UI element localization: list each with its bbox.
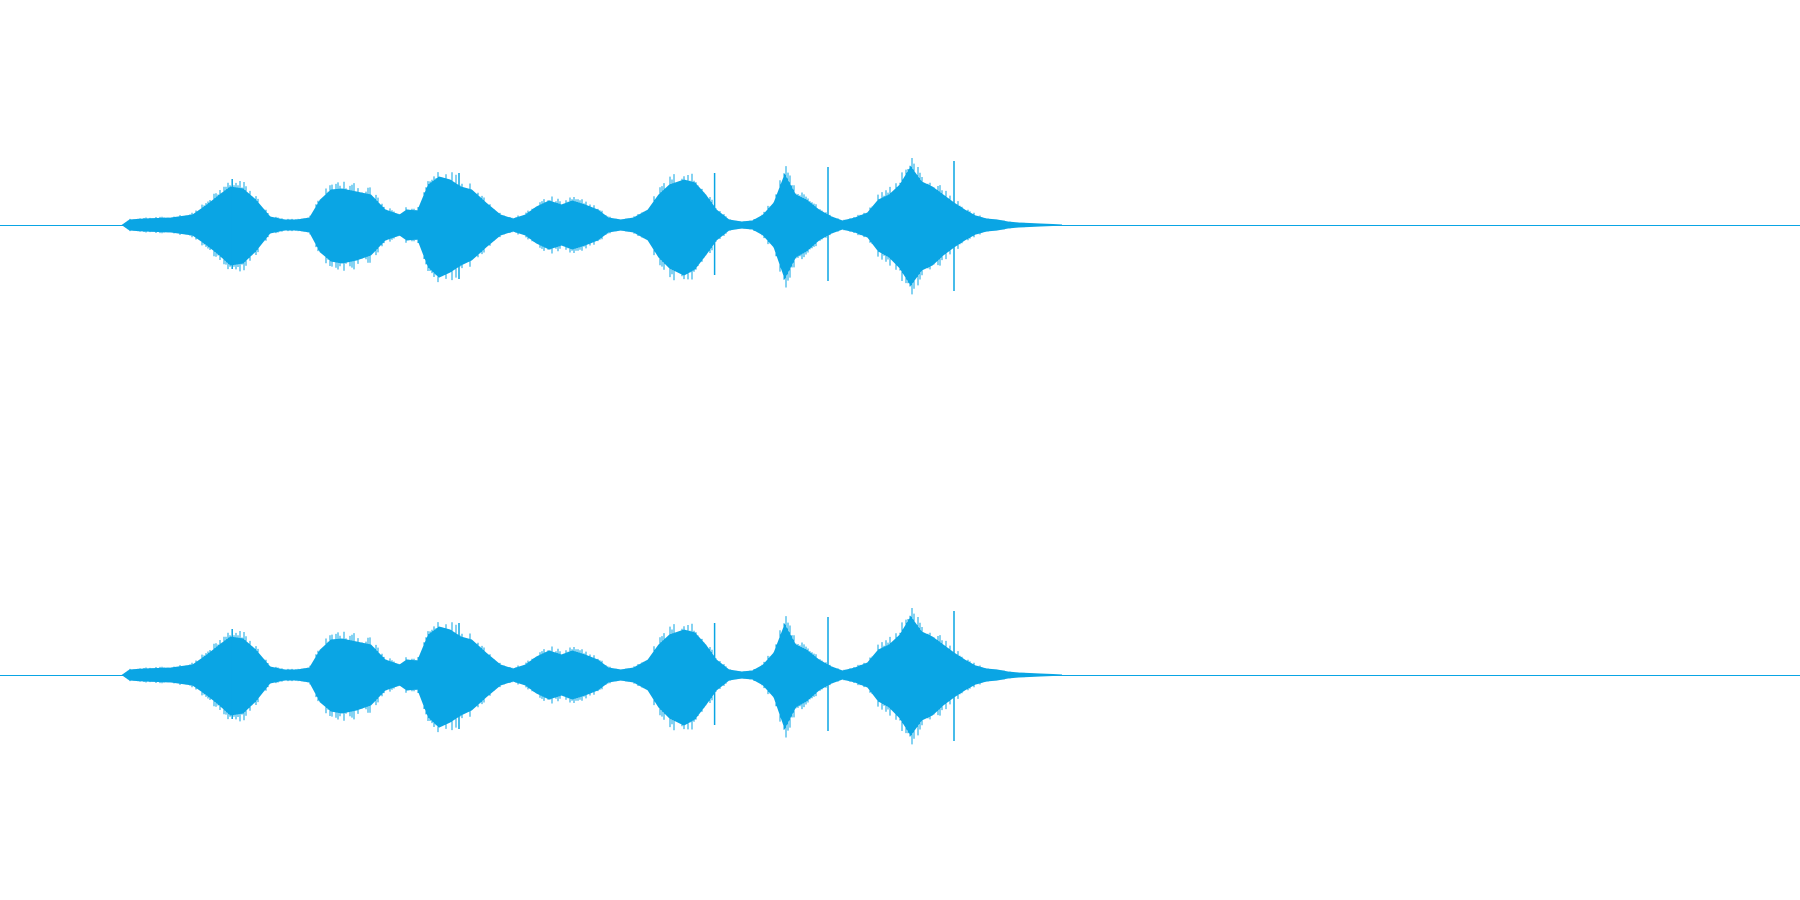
waveform-channel-right: [0, 608, 1800, 745]
waveform-channel-left: [0, 158, 1800, 295]
